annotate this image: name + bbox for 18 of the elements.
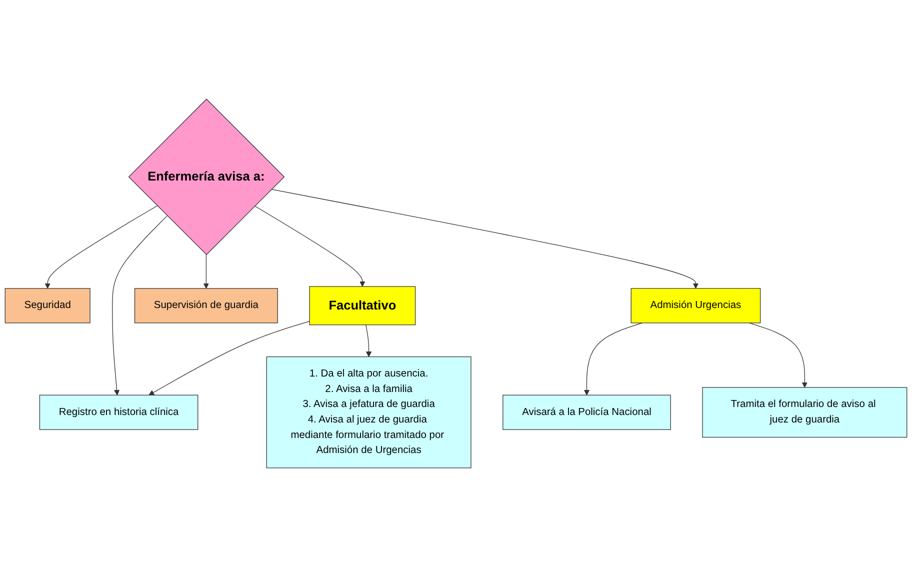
arrow: [148, 321, 310, 396]
arrow: [366, 324, 372, 358]
node-box: Facultativo: [309, 286, 416, 326]
node-box: Supervisión de guardia: [134, 288, 278, 324]
node-diamond: Enfermería avisa a:: [128, 98, 285, 256]
arrow: [112, 215, 168, 396]
node-box: Tramita el formulario de aviso al juez de guardia: [702, 387, 908, 438]
arrow: [44, 205, 158, 289]
node-box: Admisión Urgencias: [630, 288, 761, 324]
arrow: [203, 254, 209, 289]
node-box: Avisará a la Policía Nacional: [502, 394, 671, 430]
arrow: [271, 189, 699, 289]
node-box: Registro en historia clínica: [39, 394, 198, 430]
node-box: 1. Da el alta por ausencia. 2. Avisa a la familia 3. Avisa a jefatura de guardia 4. Avisa al juez de guardia mediante formulario tramitado por Admisión de Urgencias: [266, 356, 472, 468]
arrow: [254, 206, 366, 287]
arrow: [584, 322, 643, 396]
arrow: [748, 322, 808, 388]
node-box: Seguridad: [4, 288, 90, 324]
